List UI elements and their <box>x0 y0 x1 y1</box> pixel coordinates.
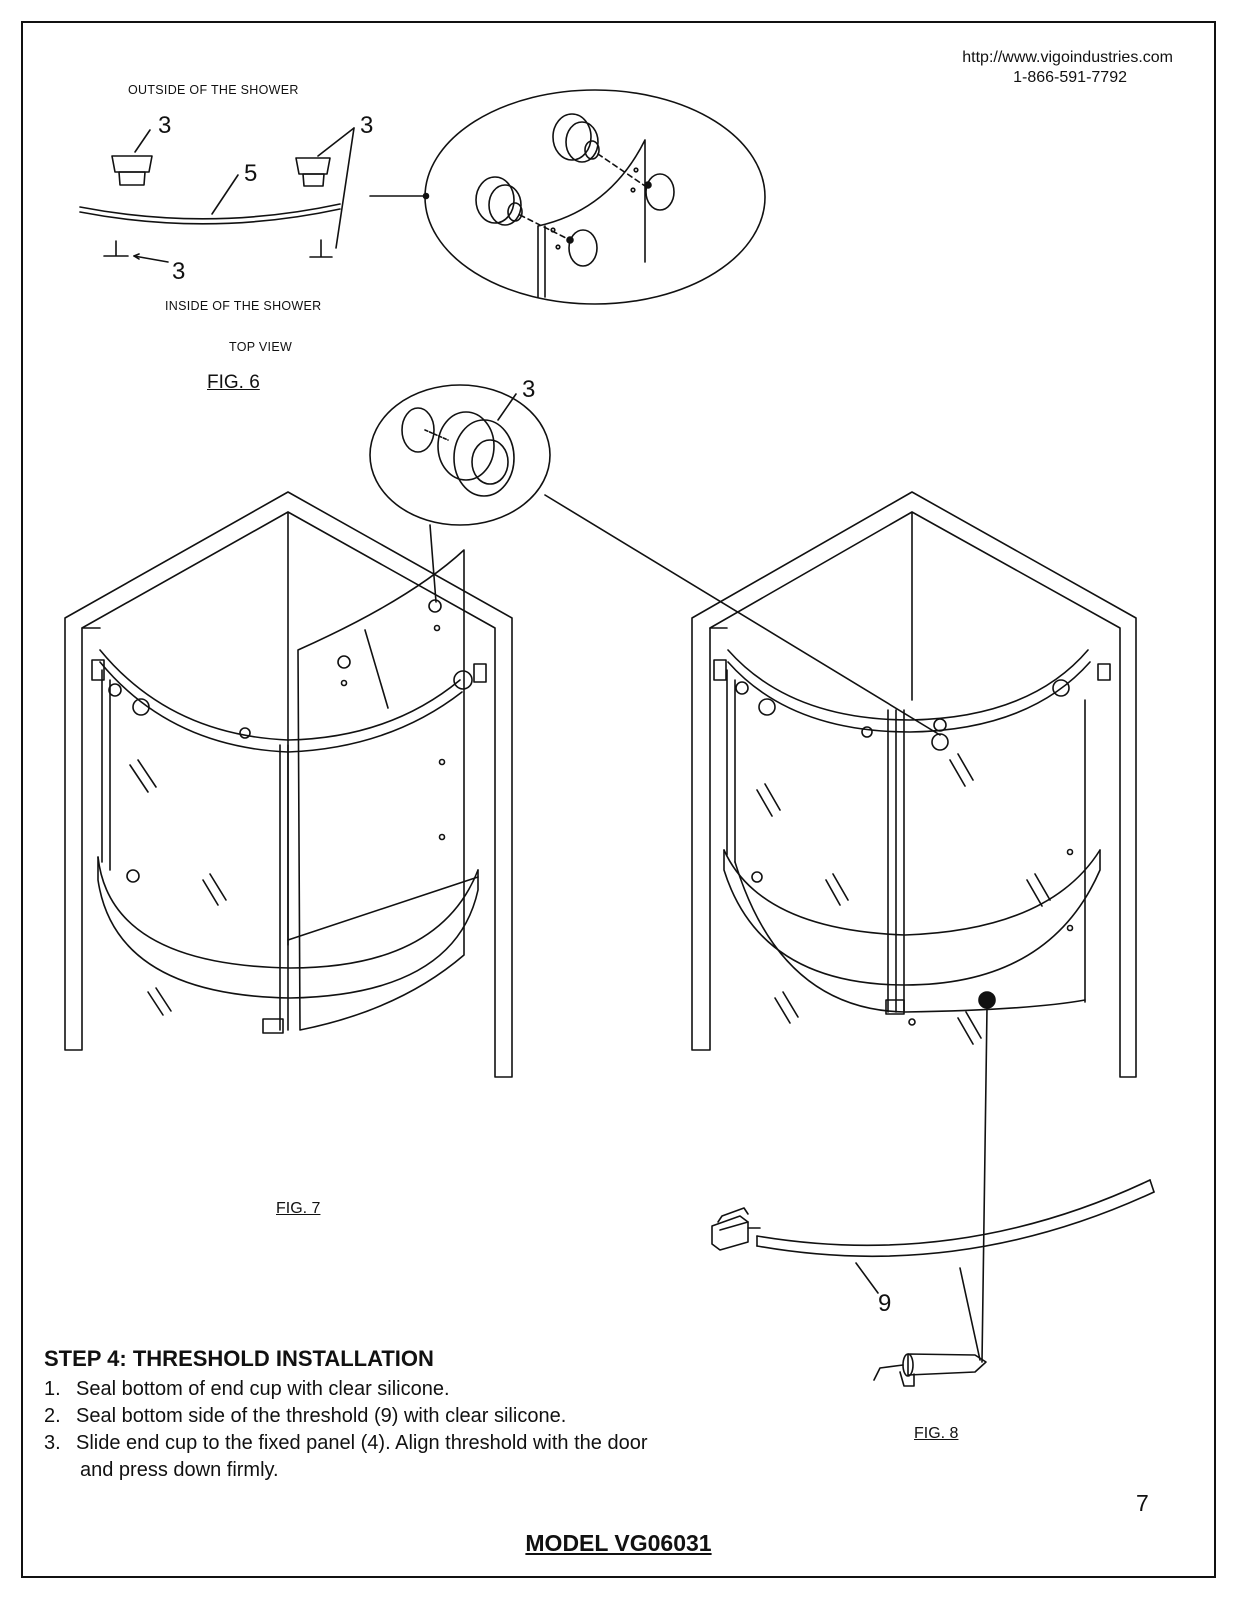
fig6-callout-3-left: 3 <box>158 112 172 139</box>
step-item: 3. Slide end cup to the fixed panel (4). … <box>44 1430 647 1484</box>
step-item-number: 3. <box>44 1432 61 1454</box>
step-item-number: 2. <box>44 1405 61 1427</box>
step-item-text: Slide end cup to the fixed panel (4). Al… <box>76 1432 648 1454</box>
fig6-top-view <box>79 89 766 305</box>
fig6-caption: FIG. 6 <box>207 372 260 393</box>
fig7-callout-3: 3 <box>522 376 536 403</box>
step-item-continuation: and press down firmly. <box>80 1459 279 1481</box>
page-border <box>21 21 1216 1578</box>
fig7-shower-enclosure <box>64 491 513 1078</box>
fig6-callout-3-right: 3 <box>360 112 374 139</box>
step-title: STEP 4: THRESHOLD INSTALLATION <box>44 1346 434 1371</box>
fig8-shower-enclosure <box>691 491 1137 1363</box>
contact-block: http://www.vigoindustries.com 1-866-591-… <box>962 48 1173 88</box>
fig8-callout-9: 9 <box>878 1290 892 1317</box>
step-list: 1. Seal bottom of end cup with clear sili… <box>44 1376 647 1484</box>
page-number: 7 <box>1136 1490 1149 1516</box>
phone-number: 1-866-591-7792 <box>1013 69 1127 86</box>
outside-shower-label: OUTSIDE OF THE SHOWER <box>128 83 299 97</box>
step-item-text: Seal bottom side of the threshold (9) wi… <box>76 1405 567 1427</box>
fig6-knob-lower <box>475 176 598 267</box>
fig6-callout-5: 5 <box>244 160 258 187</box>
fig7-caption: FIG. 7 <box>276 1200 321 1217</box>
fig6-knob-upper <box>552 113 675 211</box>
top-view-label: TOP VIEW <box>229 340 293 354</box>
fig6-callout-3-bottom: 3 <box>172 258 186 285</box>
inside-shower-label: INSIDE OF THE SHOWER <box>165 299 322 313</box>
step-instructions: STEP 4: THRESHOLD INSTALLATION 1. Seal bo… <box>44 1346 647 1484</box>
fig7-knob-detail <box>369 384 941 736</box>
fig8-caption: FIG. 8 <box>914 1425 959 1442</box>
step-item: 1. Seal bottom of end cup with clear sili… <box>44 1376 647 1403</box>
step-item-number: 1. <box>44 1378 61 1400</box>
step-item-text: Seal bottom of end cup with clear silico… <box>76 1378 450 1400</box>
step-item: 2. Seal bottom side of the threshold (9) … <box>44 1403 647 1430</box>
fig8-threshold-parts <box>711 1179 1155 1387</box>
website-url: http://www.vigoindustries.com <box>962 49 1173 66</box>
model-number: MODEL VG06031 <box>525 1530 712 1556</box>
